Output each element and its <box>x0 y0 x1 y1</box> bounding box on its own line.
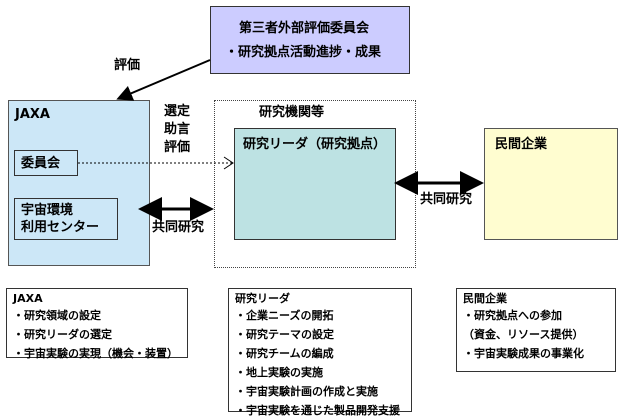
evaluation-label: 評価 <box>114 58 141 73</box>
private-company-box: 民間企業 <box>484 128 618 240</box>
private-company-title: 民間企業 <box>495 137 548 152</box>
private-panel-item: ・研究拠点への参加 <box>463 309 562 322</box>
joint-research-left-label: 共同研究 <box>152 220 205 235</box>
advise-label: 助言 <box>164 122 191 137</box>
committee-to-leader-arrowhead <box>223 156 234 170</box>
committee-label: 委員会 <box>21 156 61 171</box>
space-center-box: 宇宙環境 利用センター <box>14 198 118 240</box>
space-center-line-1: 宇宙環境 <box>21 203 74 218</box>
jaxa-panel-title: JAXA <box>13 292 43 305</box>
jaxa-box: JAXA <box>8 100 150 266</box>
research-leader-role-panel: 研究リーダ ・企業ニーズの開拓 ・研究テーマの設定 ・研究チームの編成 ・地上実… <box>228 288 412 417</box>
private-panel-item: （資金、リソース提供） <box>463 328 584 341</box>
jaxa-panel-item: ・研究リーダの選定 <box>13 328 112 341</box>
private-panel-title: 民間企業 <box>463 292 507 305</box>
evaluate-label: 評価 <box>164 140 191 155</box>
leader-panel-item: ・研究チームの編成 <box>235 347 334 360</box>
select-label: 選定 <box>164 104 191 119</box>
leader-panel-item: ・宇宙実験計画の作成と実施 <box>235 385 378 398</box>
leader-panel-item: ・宇宙実験を通じた製品開発支援 <box>235 404 400 417</box>
leader-panel-title: 研究リーダ <box>235 292 290 305</box>
committee-box: 委員会 <box>14 150 78 176</box>
evaluation-arrow <box>116 59 211 101</box>
research-leader-box: 研究リーダ（研究拠点） <box>234 128 396 240</box>
research-leader-label: 研究リーダ（研究拠点） <box>243 137 387 152</box>
third-party-subtitle: ・研究拠点活動進捗・成果 <box>225 45 382 60</box>
jaxa-title: JAXA <box>15 107 50 122</box>
joint-research-right-label: 共同研究 <box>420 192 473 207</box>
private-company-role-panel: 民間企業 ・研究拠点への参加 （資金、リソース提供） ・宇宙実験成果の事業化 <box>456 288 616 372</box>
leader-panel-item: ・研究テーマの設定 <box>235 328 334 341</box>
private-panel-item: ・宇宙実験成果の事業化 <box>463 347 584 360</box>
jaxa-panel-item: ・宇宙実験の実現（機会・装置） <box>13 347 178 360</box>
third-party-title: 第三者外部評価委員会 <box>239 21 370 36</box>
space-center-line-2: 利用センター <box>21 220 100 235</box>
leader-panel-item: ・地上実験の実施 <box>235 366 323 379</box>
jaxa-panel-item: ・研究領域の設定 <box>13 309 101 322</box>
jaxa-role-panel: JAXA ・研究領域の設定 ・研究リーダの選定 ・宇宙実験の実現（機会・装置） <box>6 288 188 360</box>
leader-panel-item: ・企業ニーズの開拓 <box>235 309 334 322</box>
research-org-title: 研究機関等 <box>259 105 325 120</box>
third-party-committee-box: 第三者外部評価委員会 ・研究拠点活動進捗・成果 <box>210 6 410 74</box>
